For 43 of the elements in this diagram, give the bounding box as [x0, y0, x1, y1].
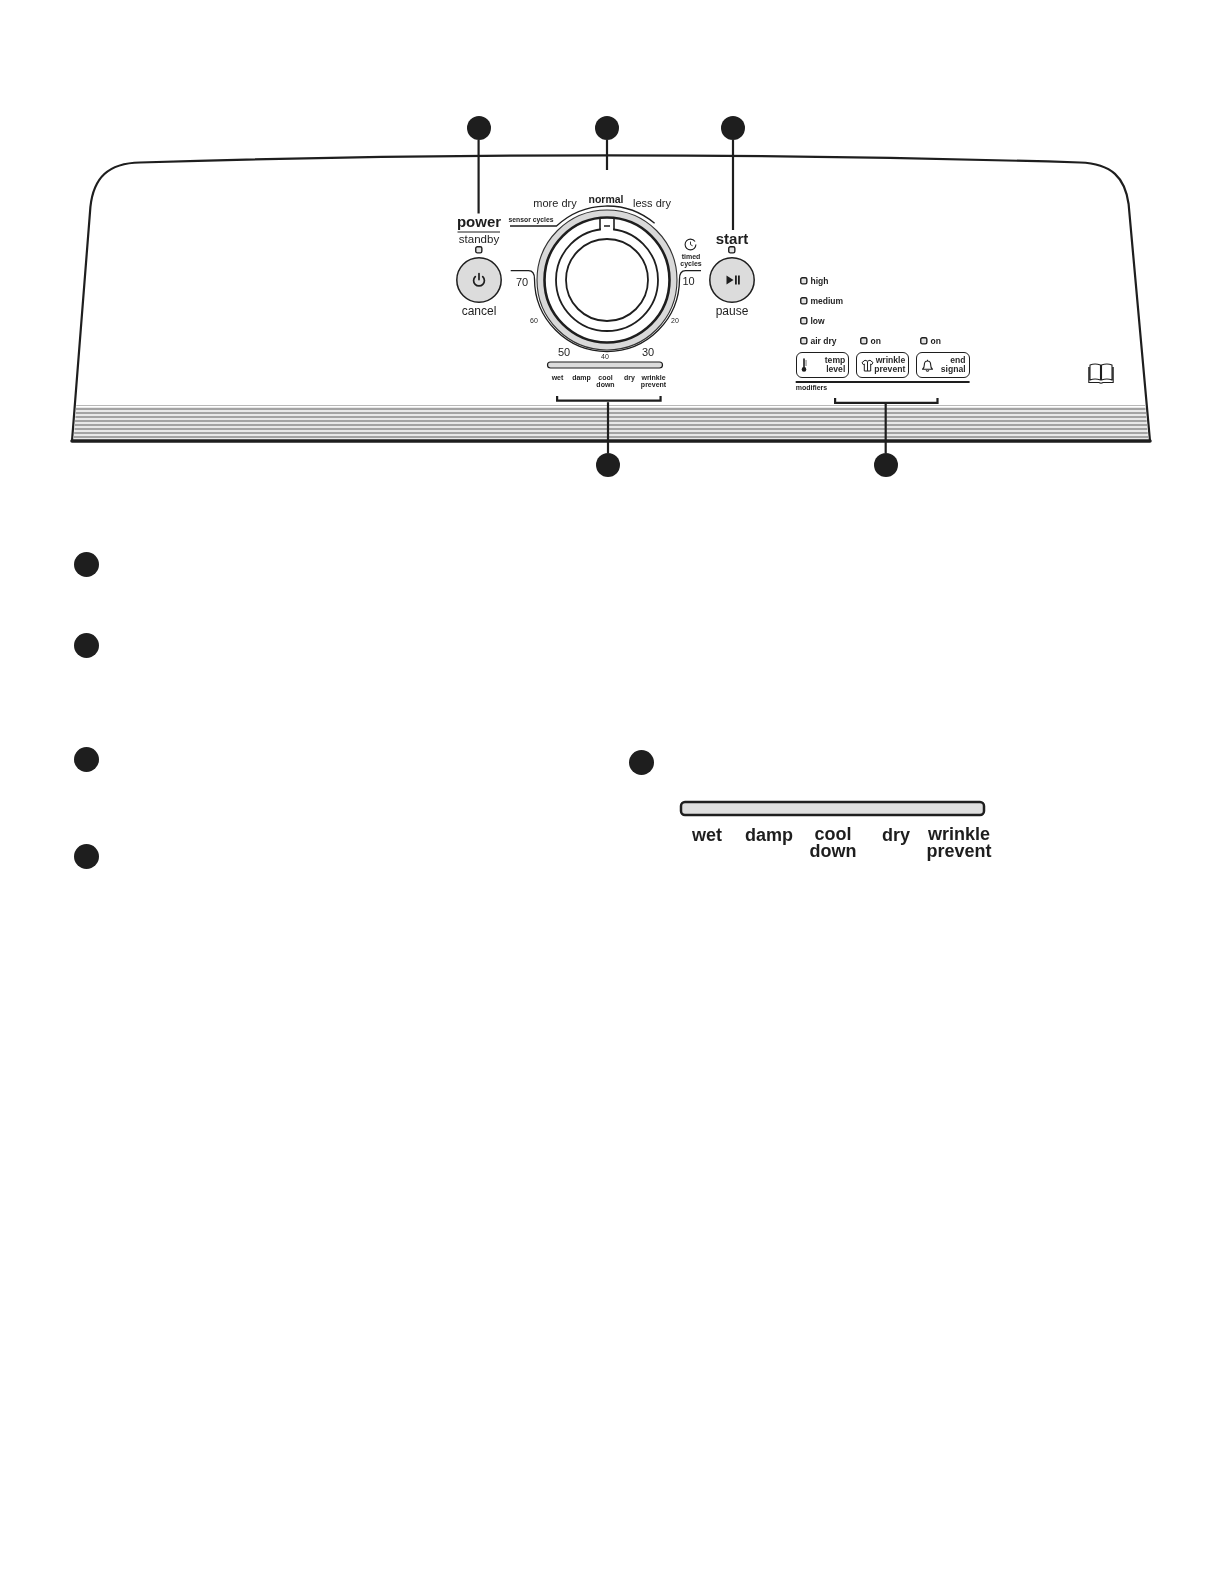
indicator-label: high	[810, 276, 829, 286]
callout-marker	[74, 843, 99, 869]
leader-line	[884, 404, 887, 453]
status-label: damp	[745, 826, 793, 845]
bracket	[555, 396, 662, 403]
indicator-label: air dry	[810, 336, 837, 346]
callout-marker	[595, 116, 619, 140]
button-caption: standby	[458, 233, 500, 246]
callout-marker	[873, 453, 898, 477]
indicator-label: on	[870, 336, 881, 346]
time-scale-number: 30	[641, 347, 655, 359]
status-label: cool down	[809, 826, 857, 860]
status-label: wet	[692, 826, 722, 845]
status-label: wrinkle prevent	[926, 826, 992, 860]
control-label: power	[456, 213, 502, 229]
time-scale-number: 10	[682, 276, 695, 288]
callout-marker	[596, 453, 620, 477]
time-scale-number: 50	[557, 347, 571, 359]
callout-marker	[74, 632, 99, 658]
leader-line	[606, 402, 610, 453]
dryness-label: normal	[588, 193, 624, 204]
callout-marker	[466, 116, 491, 140]
status-label: dry	[882, 826, 910, 845]
button-caption: cancel	[461, 304, 497, 318]
indicator-label: medium	[810, 296, 844, 306]
control-label: start	[715, 230, 749, 245]
callout-marker	[74, 747, 99, 772]
time-scale-number: 70	[515, 277, 529, 289]
leader-line	[731, 140, 735, 230]
modifier-button: temp level	[795, 352, 850, 378]
modifier-button: end signal	[916, 352, 970, 378]
dryness-label: less dry	[633, 198, 671, 210]
callout-marker	[629, 749, 655, 775]
leader-line	[477, 140, 480, 214]
bracket	[834, 398, 939, 404]
callout-marker	[721, 116, 745, 140]
dryness-label: more dry	[533, 198, 577, 210]
button-caption: pause	[715, 304, 749, 318]
indicator-label: low	[810, 316, 825, 326]
leader-line	[605, 140, 609, 170]
modifier-button: wrinkle prevent	[856, 352, 910, 378]
indicator-label: on	[930, 336, 941, 346]
callout-marker	[74, 551, 99, 577]
